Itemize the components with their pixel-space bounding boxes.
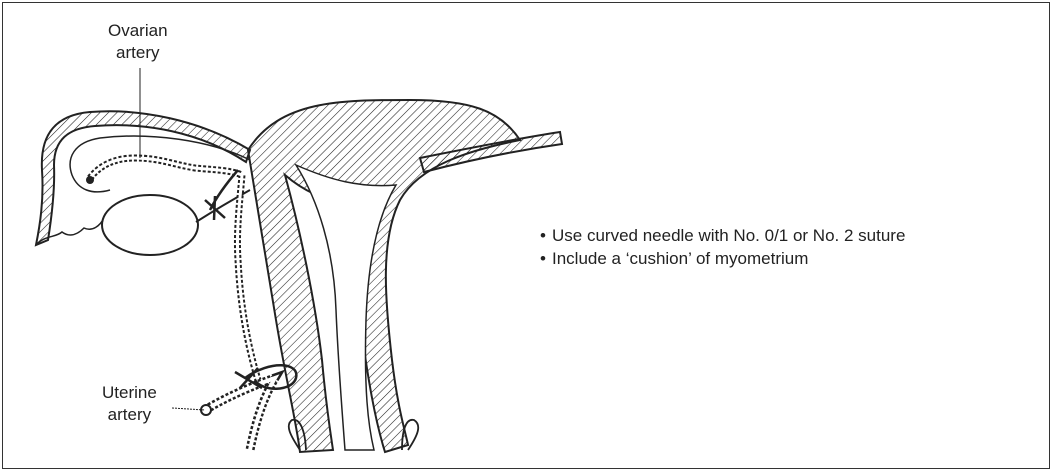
bullet-glyph: • (540, 247, 552, 270)
uterine-artery-leader (172, 408, 205, 410)
note-text: Use curved needle with No. 0/1 or No. 2 … (552, 226, 905, 245)
ovarian-artery-vessel (90, 158, 258, 380)
uterine-artery-label: Uterine artery (102, 382, 157, 426)
uterine-artery-label-line1: Uterine (102, 382, 157, 404)
ovarian-artery-label: Ovarian artery (108, 20, 168, 64)
ovarian-artery-label-line2: artery (108, 42, 168, 64)
note-item: •Include a ‘cushion’ of myometrium (540, 247, 905, 270)
note-text: Include a ‘cushion’ of myometrium (552, 249, 808, 268)
uterine-artery-vessel (205, 378, 275, 450)
note-item: •Use curved needle with No. 0/1 or No. 2… (540, 224, 905, 247)
bullet-glyph: • (540, 224, 552, 247)
ovarian-artery-label-line1: Ovarian (108, 20, 168, 42)
ovary (102, 195, 198, 255)
instruction-notes: •Use curved needle with No. 0/1 or No. 2… (540, 224, 905, 270)
uterine-artery-label-line2: artery (102, 404, 157, 426)
